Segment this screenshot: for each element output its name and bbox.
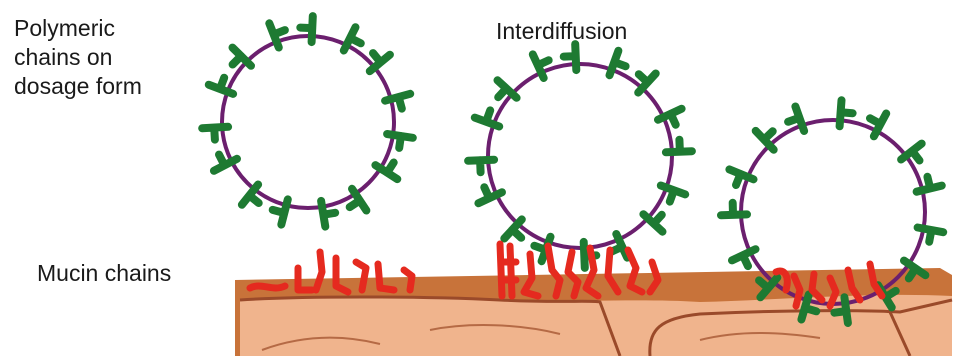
polymer-chain [638, 74, 656, 93]
polymeric-label-line-3: dosage form [14, 72, 142, 101]
mucin-chain [250, 286, 285, 288]
polymer-chain [385, 94, 410, 109]
polymer-chain [756, 131, 774, 150]
mucin-chain [316, 252, 322, 290]
polymeric-label-line-2: chains on [14, 43, 142, 72]
polymeric-chains-label: Polymeric chains on dosage form [14, 14, 142, 101]
polymer-chain [350, 189, 367, 211]
polymer-chain [643, 214, 662, 232]
polymer-chain [233, 48, 252, 66]
polymer-chain [370, 53, 390, 71]
mucin-chain [510, 246, 512, 296]
polymer-chain [375, 163, 397, 180]
polymer-chain [498, 80, 517, 98]
polymer-chain [504, 219, 522, 238]
interdiffusion-label: Interdiffusion [496, 17, 627, 46]
polymer-particles [222, 36, 925, 304]
polymer-chain [870, 114, 886, 137]
mucin-chains-label: Mucin chains [37, 259, 171, 288]
mucin-chain [500, 244, 502, 296]
polymeric-label-line-1: Polymeric [14, 14, 142, 43]
